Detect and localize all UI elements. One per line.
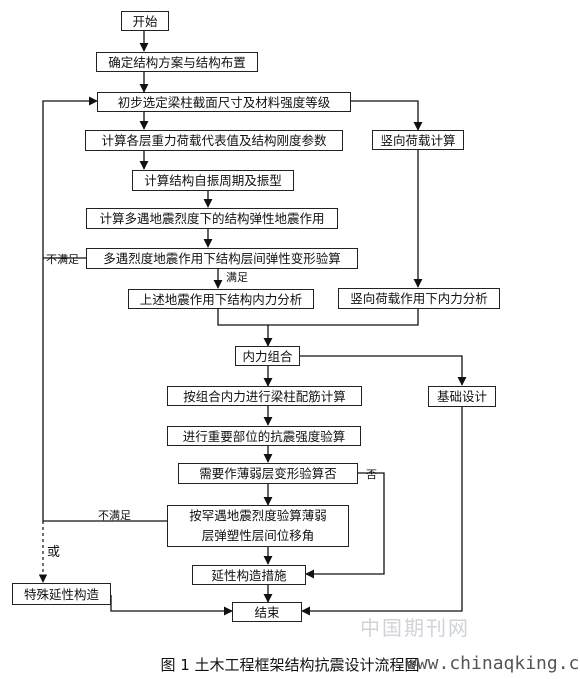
edge-vertical-combination: [268, 309, 419, 326]
drift-check-node: 多遇烈度地震作用下结构层间弹性变形验算: [86, 248, 358, 269]
end-node: 结束: [232, 602, 302, 622]
edge-foundation-end: [301, 407, 463, 616]
start-node: 开始: [121, 11, 169, 31]
watermark-text: 中国期刊网: [360, 616, 470, 640]
strength-check-node: 进行重要部位的抗震强度验算: [167, 426, 361, 446]
section-node: 初步选定梁柱截面尺寸及材料强度等级: [97, 92, 351, 112]
foundation-node: 基础设计: [428, 386, 496, 407]
edge-seismic-combination: [217, 309, 273, 347]
edge-weaklayer-no: [305, 472, 385, 579]
watermark-url: www.chinaqking.com: [406, 653, 580, 674]
edge-feedback-section: [42, 96, 98, 521]
no-label: 否: [366, 468, 377, 481]
fail-label-drift: 不满足: [46, 253, 79, 266]
figure-caption: 图 1 土木工程框架结构抗震设计流程图: [160, 656, 420, 674]
special-ductile-node: 特殊延性构造: [12, 583, 111, 605]
gravity-node: 计算各层重力荷载代表值及结构刚度参数: [85, 130, 343, 151]
vertical-load-node: 竖向荷载计算: [372, 130, 464, 150]
plastic-drift-check-line-2: 层弹塑性层间位移角: [201, 528, 315, 543]
plastic-drift-check-line-1: 按罕遇地震烈度验算薄弱: [189, 508, 327, 523]
period-node: 计算结构自振周期及振型: [132, 170, 294, 191]
pass-label: 满足: [226, 271, 248, 284]
weak-layer-question-node: 需要作薄弱层变形验算否: [178, 463, 358, 484]
combination-node: 内力组合: [235, 346, 300, 366]
plastic-drift-check-node: 按罕遇地震烈度验算薄弱 层弹塑性层间位移角: [167, 505, 349, 547]
edge-special-end: [110, 595, 233, 616]
ductile-measures-node: 延性构造措施: [192, 565, 306, 585]
or-label: 或: [47, 545, 61, 560]
edge-combination-foundation: [300, 355, 467, 386]
edge-section-vertical-load: [351, 100, 423, 131]
elastic-action-node: 计算多遇地震烈度下的结构弹性地震作用: [86, 208, 338, 229]
reinforcement-node: 按组合内力进行梁柱配筋计算: [167, 386, 362, 406]
vertical-force-node: 竖向荷载作用下内力分析: [338, 288, 500, 309]
seismic-force-node: 上述地震作用下结构内力分析: [128, 289, 314, 309]
plan-node: 确定结构方案与结构布置: [96, 52, 258, 72]
fail-label-plastic: 不满足: [98, 509, 131, 522]
